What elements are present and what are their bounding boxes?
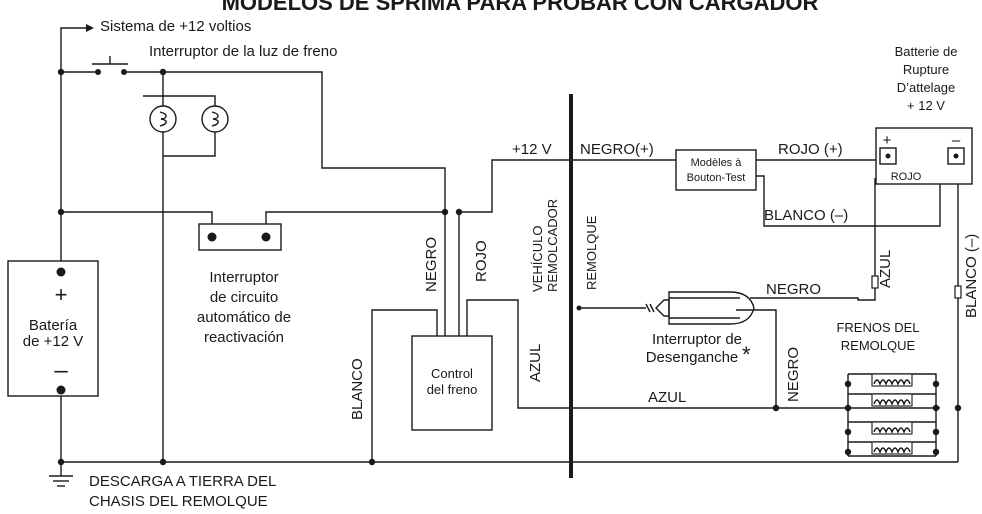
label-interruptor-circuito-2: de circuito (210, 289, 278, 306)
label-bateria-plus: + (55, 282, 68, 307)
circuit-breaker-icon (198, 223, 282, 251)
label-plus-sign-breakaway: + (883, 132, 892, 149)
label-remolque-vertical: REMOLQUE (584, 215, 599, 290)
label-minus-sign-breakaway: – (952, 132, 961, 149)
breakaway-battery-icon (875, 127, 973, 185)
label-negro-plus: NEGRO(+) (580, 141, 654, 158)
label-bateria-2: de +12 V (23, 333, 83, 350)
label-frenos-2: REMOLQUE (841, 338, 916, 353)
battery-icon (7, 260, 99, 397)
brake-control-box (411, 335, 493, 431)
label-batterie-3: D’attelage (897, 80, 956, 95)
label-negro-vertical: NEGRO (423, 237, 440, 292)
wires (49, 24, 962, 487)
label-remolcador: REMOLCADOR (545, 199, 560, 292)
label-asterisk: * (742, 342, 751, 367)
label-frenos-1: FRENOS DEL (836, 320, 919, 335)
stop-lamp-icon (149, 105, 177, 133)
label-sistema-12v: Sistema de +12 voltios (100, 18, 251, 35)
label-rojo-vertical: ROJO (473, 240, 490, 282)
label-negro-vertical-bottom: NEGRO (785, 347, 802, 402)
stop-light-switch-icon (92, 56, 128, 75)
label-vehiculo: VEHÍCULO (530, 226, 545, 292)
test-module-box (675, 149, 757, 191)
diagram-title: MODELOS DE SPRIMA PARA PROBAR CON CARGAD… (222, 0, 819, 15)
label-modeles-1: Modèles à (691, 157, 743, 169)
label-descarga-2: CHASIS DEL REMOLQUE (89, 493, 268, 510)
label-batterie-2: Rupture (903, 62, 949, 77)
label-descarga-1: DESCARGA A TIERRA DEL (89, 473, 276, 490)
label-rojo-small: ROJO (891, 171, 922, 183)
label-blanco-vertical-left: BLANCO (349, 358, 366, 420)
label-interruptor-circuito-3: automático de (197, 309, 291, 326)
label-bateria-1: Batería (29, 317, 78, 334)
label-blanco-minus: BLANCO (–) (764, 207, 848, 224)
label-interruptor-circuito-1: Interruptor (209, 269, 278, 286)
label-interruptor-desenganche-2: Desenganche (646, 349, 739, 366)
trailer-brake-coils-icon (871, 373, 913, 455)
label-modeles-2: Bouton-Test (687, 172, 746, 184)
label-plus-12v: +12 V (512, 141, 552, 158)
label-negro-right: NEGRO (766, 281, 821, 298)
label-interruptor-luz-freno: Interruptor de la luz de freno (149, 43, 337, 60)
label-bateria-minus: – (54, 357, 68, 384)
label-control-1: Control (431, 366, 473, 381)
label-batterie-1: Batterie de (895, 44, 958, 59)
stop-lamp-icon (201, 105, 229, 133)
label-blanco-minus-vertical: BLANCO (–) (963, 234, 980, 318)
label-interruptor-circuito-4: reactivación (204, 329, 284, 346)
label-rojo-plus: ROJO (+) (778, 141, 843, 158)
breakaway-switch-icon (576, 291, 755, 325)
junction-dots (57, 68, 962, 466)
label-azul-vertical-right: AZUL (877, 250, 894, 288)
label-azul-vertical-left: AZUL (527, 344, 544, 382)
label-batterie-4: + 12 V (907, 98, 945, 113)
label-control-2: del freno (427, 382, 478, 397)
label-azul-horizontal: AZUL (648, 389, 686, 406)
label-interruptor-desenganche-1: Interruptor de (652, 331, 742, 348)
